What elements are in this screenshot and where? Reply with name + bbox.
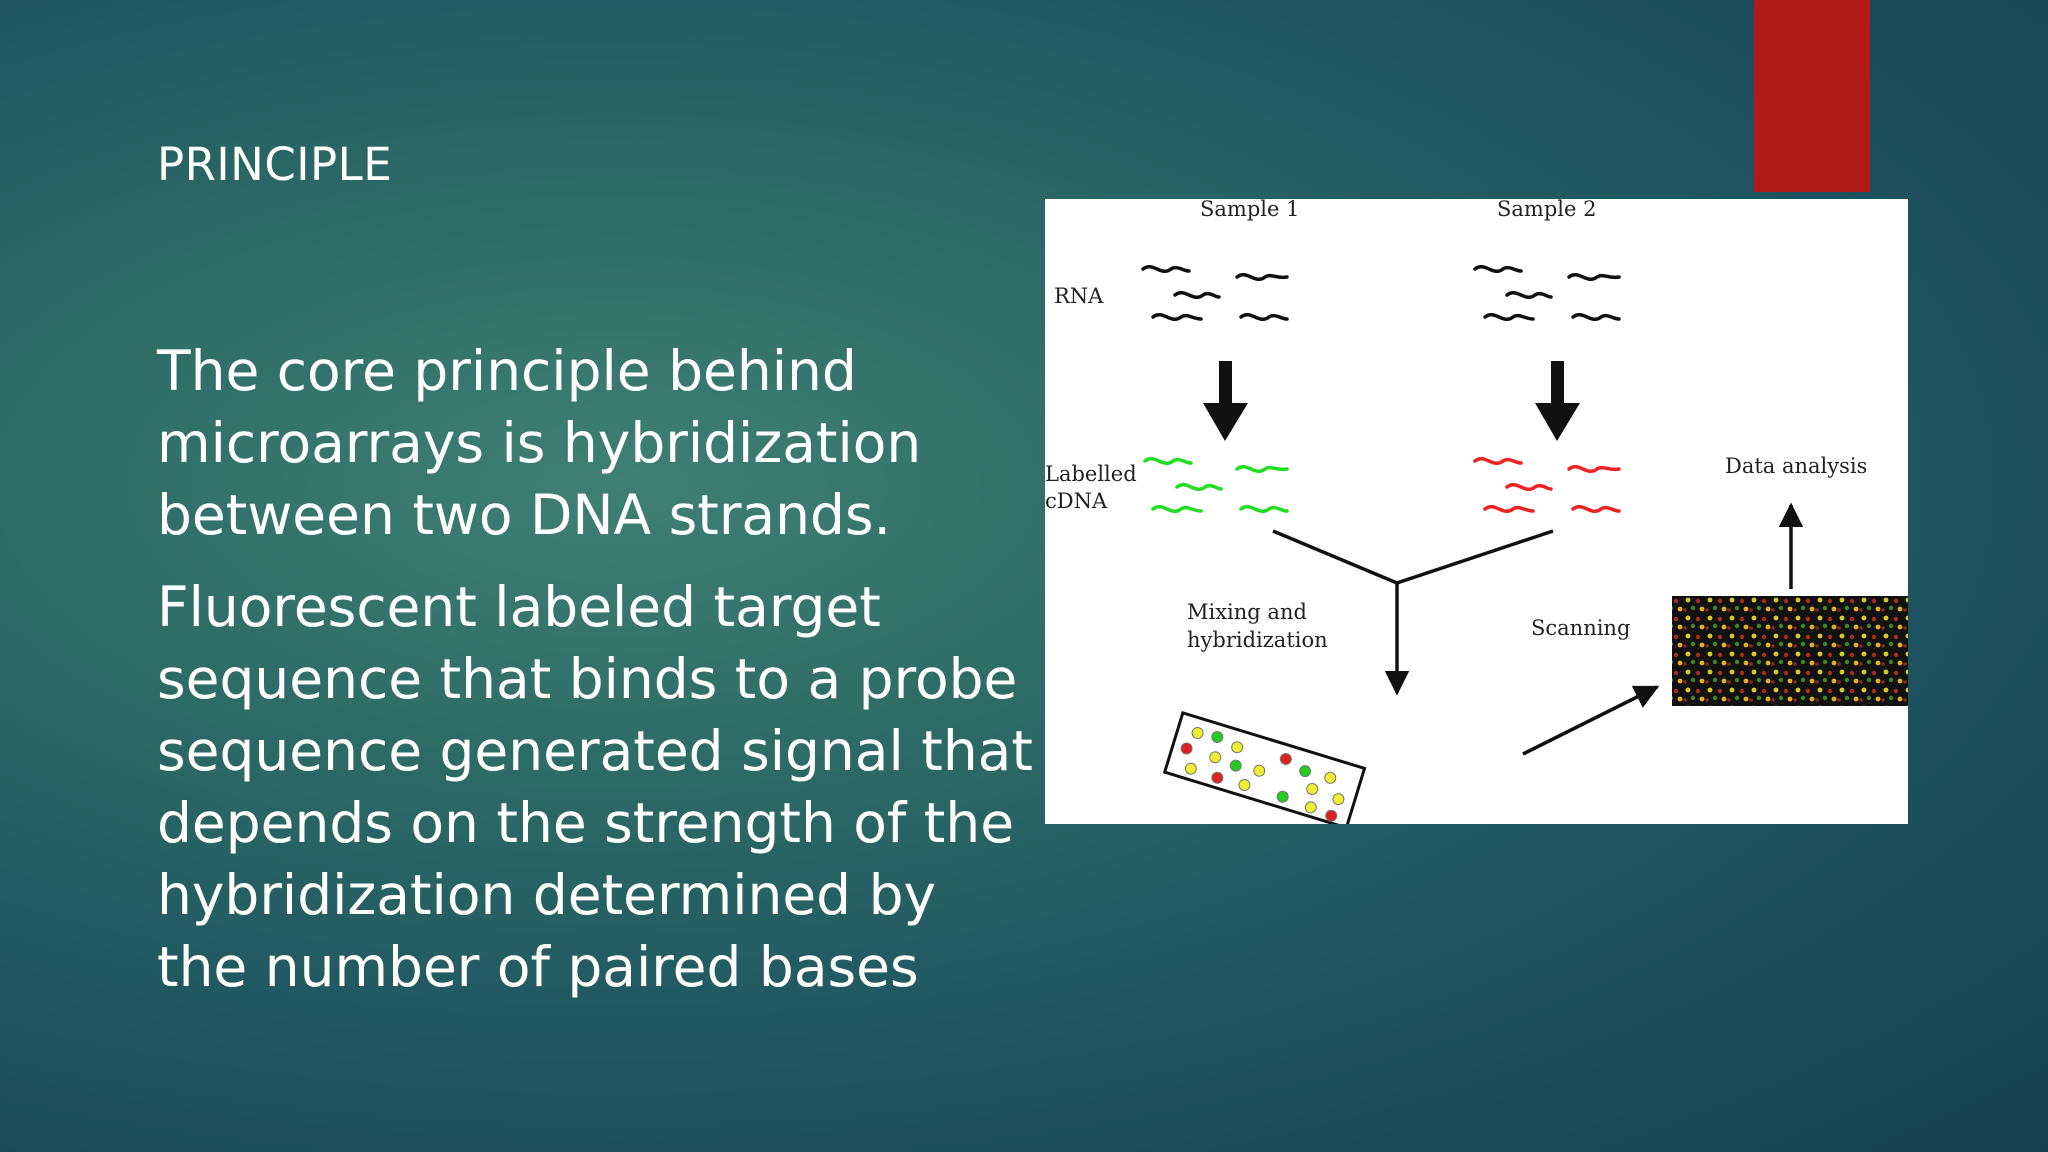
slide-body: The core principle behind microarrays is… <box>157 335 1037 1023</box>
scanned-array-image <box>1672 596 1908 706</box>
label-scanning: Scanning <box>1531 616 1630 640</box>
scanning-arrow <box>1522 685 1660 756</box>
mixing-lines <box>1272 529 1554 696</box>
label-rna: RNA <box>1054 284 1104 308</box>
rna-strands-sample-2 <box>1473 265 1621 321</box>
body-paragraph-1: The core principle behind microarrays is… <box>157 339 922 547</box>
label-hybridization: hybridization <box>1187 628 1328 652</box>
label-labelled: Labelled <box>1045 462 1137 486</box>
label-data-analysis: Data analysis <box>1725 454 1867 478</box>
label-cdna: cDNA <box>1045 489 1108 513</box>
body-paragraph-2: Fluorescent labeled target sequence that… <box>157 575 1033 999</box>
labelling-arrow-2 <box>1535 361 1580 441</box>
labelling-arrow-1 <box>1203 361 1248 441</box>
microarray-slide <box>1162 710 1367 824</box>
cdna-strands-sample-1 <box>1143 457 1289 513</box>
accent-bar <box>1754 0 1870 192</box>
cdna-strands-sample-2 <box>1473 457 1621 513</box>
microarray-diagram: Sample 1 Sample 2 RNA Labelled cDNA Mixi… <box>1045 199 1908 824</box>
label-sample-1: Sample 1 <box>1200 199 1299 221</box>
slide-title: PRINCIPLE <box>157 138 393 191</box>
label-mixing: Mixing and <box>1187 600 1307 624</box>
label-sample-2: Sample 2 <box>1497 199 1596 221</box>
rna-strands-sample-1 <box>1141 265 1289 321</box>
